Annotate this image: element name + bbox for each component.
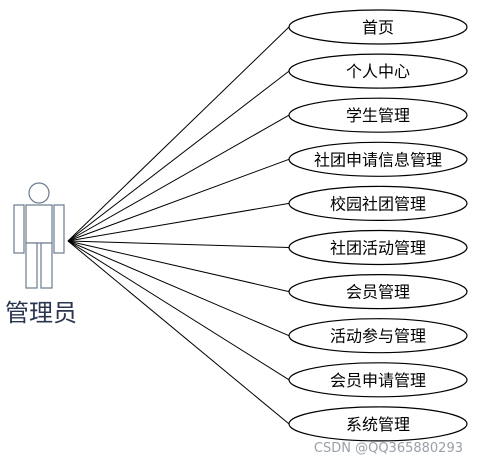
use-case-label: 个人中心 — [346, 62, 410, 81]
association-line — [67, 202, 290, 242]
association-line — [67, 240, 290, 381]
actor-figure: 管理员 — [5, 182, 77, 327]
use-case-label: 社团活动管理 — [330, 239, 426, 258]
use-case: 会员管理 — [288, 274, 468, 310]
use-case: 学生管理 — [288, 97, 468, 133]
association-line — [67, 240, 290, 337]
use-case-ellipse — [288, 318, 468, 354]
use-case-ellipse — [288, 229, 468, 266]
stick-figure-actor-icon — [13, 182, 65, 289]
use-case-ellipse — [288, 141, 468, 177]
use-case-label: 社团申请信息管理 — [314, 150, 442, 169]
actor-right-arm — [53, 204, 65, 254]
association-lines — [67, 26, 290, 425]
actor-left-arm — [13, 204, 25, 254]
association-line — [67, 240, 290, 425]
use-case-label: 校园社团管理 — [330, 194, 426, 213]
actor-name: 管理员 — [5, 299, 77, 327]
use-case-label: 会员申请管理 — [330, 371, 426, 390]
use-case: 首页 — [288, 9, 468, 45]
association-line — [67, 240, 290, 248]
use-case-label: 活动参与管理 — [330, 327, 426, 346]
use-case: 校园社团管理 — [288, 185, 468, 221]
actor-head — [28, 182, 50, 204]
actor-body — [25, 204, 53, 244]
use-cases: 首页个人中心学生管理社团申请信息管理校园社团管理社团活动管理会员管理活动参与管理… — [288, 9, 468, 442]
use-case-ellipse — [288, 9, 468, 45]
use-case-label: 首页 — [362, 18, 394, 37]
use-case: 活动参与管理 — [288, 318, 468, 354]
use-case-label: 系统管理 — [346, 415, 410, 434]
association-line — [67, 158, 290, 242]
association-line — [67, 26, 290, 242]
use-case-ellipse — [288, 362, 468, 398]
use-case: 个人中心 — [288, 53, 468, 89]
actor-right-leg — [40, 242, 53, 289]
association-line — [67, 114, 290, 242]
watermark: CSDN @QQ365880293 — [314, 441, 463, 456]
use-case-ellipse — [288, 53, 468, 89]
use-case: 社团申请信息管理 — [288, 141, 468, 177]
use-case: 系统管理 — [288, 406, 468, 442]
use-case-ellipse — [288, 97, 468, 133]
use-case-ellipse — [288, 406, 468, 442]
use-case: 社团活动管理 — [288, 229, 468, 266]
association-line — [67, 240, 290, 293]
use-case-label: 会员管理 — [346, 283, 410, 302]
association-line — [67, 70, 290, 242]
actor-left-leg — [25, 242, 38, 289]
use-case-ellipse — [288, 185, 468, 221]
use-case-ellipse — [288, 274, 468, 310]
use-case: 会员申请管理 — [288, 362, 468, 398]
use-case-label: 学生管理 — [346, 106, 410, 125]
